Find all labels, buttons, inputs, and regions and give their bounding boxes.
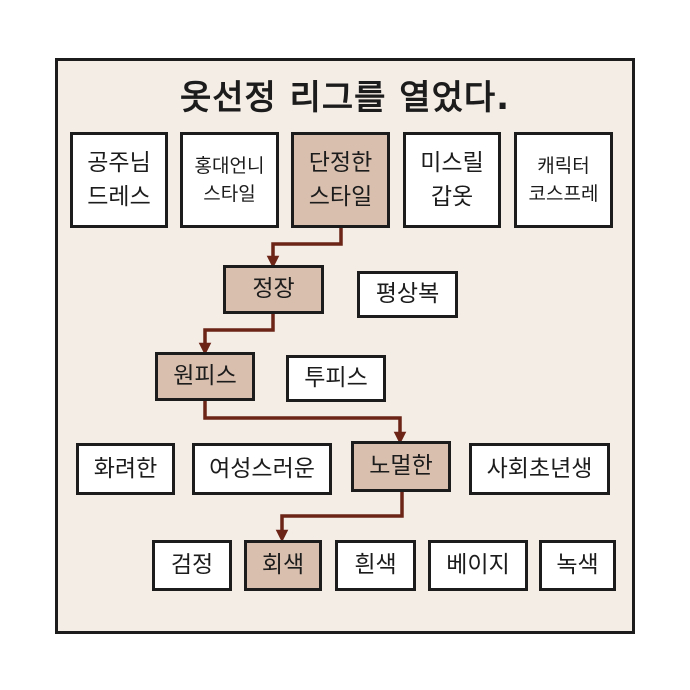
option-twopiece: 투피스 [286,355,386,402]
option-hongdae-style: 홍대언니 스타일 [180,132,279,228]
option-suit: 정장 [223,265,324,314]
page-title: 옷선정 리그를 열었다. [179,78,511,118]
option-gray: 회색 [244,540,322,591]
option-onepiece: 원피스 [155,352,255,401]
option-new-employee: 사회초년생 [469,443,610,495]
option-mithril-armor: 미스릴 갑옷 [403,132,501,228]
arrow-onepiece-to-normal [203,401,407,445]
option-feminine: 여성스러운 [192,443,332,495]
option-black: 검정 [152,540,232,591]
option-fancy: 화려한 [76,443,175,495]
option-character-cosplay: 캐릭터 코스프레 [514,132,613,228]
option-white: 흰색 [335,540,416,591]
option-normal: 노멀한 [351,441,451,492]
arrow-style-to-suit [266,228,343,269]
option-neat-style: 단정한 스타일 [291,132,390,228]
option-casual: 평상복 [357,271,458,318]
option-princess-dress: 공주님 드레스 [70,132,168,228]
option-green: 녹색 [539,540,616,591]
arrow-suit-to-onepiece [198,314,275,356]
option-beige: 베이지 [428,540,528,591]
arrow-normal-to-gray [275,492,404,543]
